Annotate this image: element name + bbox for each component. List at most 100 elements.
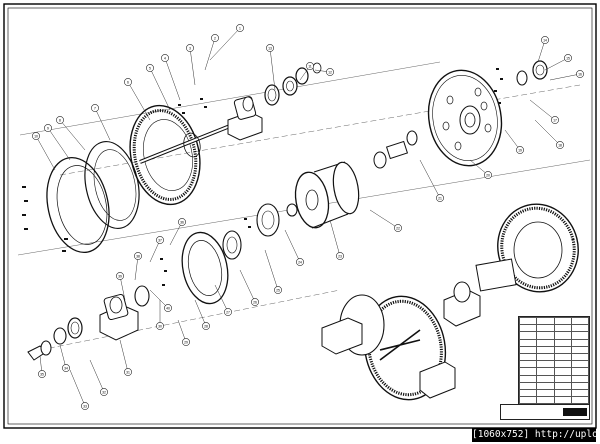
title-name-box xyxy=(500,404,590,420)
leader-line xyxy=(119,339,129,373)
balloon-number: 22 xyxy=(396,226,400,230)
title-block-cell xyxy=(518,316,538,326)
balloon-number: 29 xyxy=(184,340,188,344)
title-block-cell xyxy=(518,345,538,355)
part-balloon: 12 xyxy=(314,68,334,76)
leader-line xyxy=(204,37,216,71)
balloon-circle xyxy=(306,62,314,70)
title-block-cell xyxy=(553,367,572,376)
part-balloon: 22 xyxy=(369,209,402,232)
part-balloon: 30 xyxy=(156,300,164,330)
housing-ring xyxy=(46,156,110,254)
balloon-number: 37 xyxy=(158,238,162,242)
leader-line xyxy=(35,135,56,171)
part-balloon: 29 xyxy=(177,319,190,346)
balloon-circle xyxy=(394,224,402,232)
title-block-row xyxy=(518,360,590,369)
part-balloon: 9 xyxy=(44,124,71,161)
balloon-number: 28 xyxy=(204,324,208,328)
balloon-number: 10 xyxy=(34,134,38,138)
balloon-number: 32 xyxy=(102,390,106,394)
part-balloon: 17 xyxy=(529,99,559,124)
leader-line xyxy=(89,359,105,393)
part-balloon: 37 xyxy=(149,236,164,263)
title-block-cell xyxy=(570,316,590,326)
title-block-row xyxy=(518,374,590,383)
title-block xyxy=(518,316,590,420)
lower-pillow-block xyxy=(27,285,150,361)
balloon-number: 31 xyxy=(126,370,130,374)
balloon-number: 17 xyxy=(553,118,557,122)
title-block-row xyxy=(518,367,590,376)
balloon-number: 30 xyxy=(158,324,162,328)
balloon-circle xyxy=(161,54,169,62)
title-block-cell xyxy=(518,396,538,405)
assembled-view-bottom xyxy=(321,294,456,401)
balloon-number: 19 xyxy=(518,148,522,152)
balloon-number: 1 xyxy=(239,26,241,30)
balloon-circle xyxy=(32,132,40,140)
part-balloon: 28 xyxy=(194,299,210,330)
part-balloon: 31 xyxy=(119,339,132,376)
balloon-circle xyxy=(44,124,52,132)
leader-line xyxy=(119,275,126,301)
title-block-cell xyxy=(570,360,590,369)
balloon-circle xyxy=(134,252,142,260)
upper-bearing-3 xyxy=(295,67,309,85)
title-block-cell xyxy=(570,396,590,405)
part-balloon: 10 xyxy=(32,132,56,171)
fasteners xyxy=(22,68,503,286)
balloon-circle xyxy=(266,44,274,52)
title-block-row xyxy=(518,353,590,362)
balloon-number: 6 xyxy=(127,80,129,84)
title-block-cell xyxy=(570,331,590,340)
balloon-number: 13 xyxy=(268,46,272,50)
title-block-cell xyxy=(536,367,555,376)
leader-line xyxy=(469,159,489,176)
title-block-cell xyxy=(570,367,590,376)
leader-line xyxy=(59,119,86,151)
balloon-circle xyxy=(202,322,210,330)
upper-right-drum xyxy=(427,60,548,167)
title-block-cell xyxy=(570,338,590,347)
title-block-cell xyxy=(536,331,555,340)
part-balloons: 1234567891011121314151617181920212223242… xyxy=(32,24,584,410)
part-balloon: 39 xyxy=(116,272,126,301)
balloon-circle xyxy=(100,388,108,396)
title-block-logo-box xyxy=(563,408,587,416)
balloon-circle xyxy=(274,286,282,294)
balloon-number: 8 xyxy=(59,118,61,122)
balloon-number: 35 xyxy=(40,372,44,376)
title-block-cell xyxy=(536,381,555,391)
title-block-cell xyxy=(536,353,555,362)
leader-line xyxy=(214,284,229,313)
balloon-number: 4 xyxy=(164,56,166,60)
balloon-circle xyxy=(336,252,344,260)
leader-line xyxy=(549,73,581,81)
title-block-cell xyxy=(536,389,555,398)
title-block-cell xyxy=(570,353,590,362)
part-balloon: 18 xyxy=(534,119,564,149)
title-block-cell xyxy=(518,374,538,383)
balloon-circle xyxy=(38,370,46,378)
title-block-cell xyxy=(518,338,538,347)
ring-gear xyxy=(129,104,201,206)
title-block-cell xyxy=(553,324,572,333)
part-balloon: 32 xyxy=(89,359,108,396)
balloon-circle xyxy=(236,24,244,32)
title-block-cell xyxy=(553,396,572,405)
upper-pillow-block xyxy=(227,62,322,141)
balloon-number: 7 xyxy=(94,106,96,110)
balloon-number: 27 xyxy=(226,310,230,314)
leader-line xyxy=(209,27,241,61)
leader-line xyxy=(329,219,341,257)
balloon-circle xyxy=(576,70,584,78)
title-block-cell xyxy=(553,360,572,369)
balloon-circle xyxy=(484,171,492,179)
balloon-number: 24 xyxy=(298,260,302,264)
leader-line xyxy=(134,255,139,281)
title-block-cell xyxy=(553,389,572,398)
part-balloon: 34 xyxy=(59,344,70,372)
title-block-cell xyxy=(518,381,538,391)
title-block-cell xyxy=(536,374,555,383)
